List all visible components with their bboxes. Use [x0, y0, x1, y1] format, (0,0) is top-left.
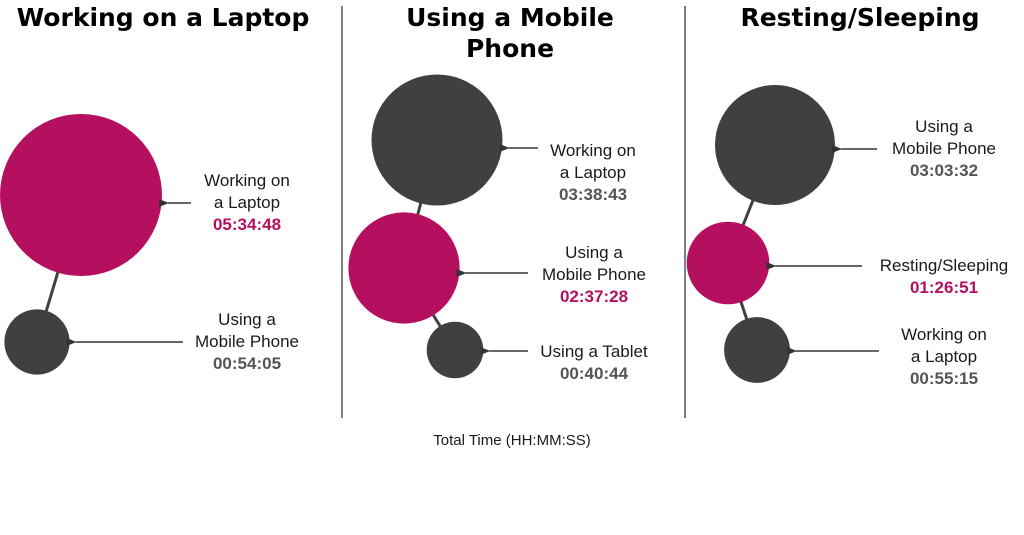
time-value: 03:03:32: [910, 161, 978, 180]
bubble: [0, 114, 162, 276]
bubble-label: Working on a Laptop 05:34:48: [204, 171, 290, 234]
activity-label: Mobile Phone: [195, 332, 299, 351]
bubble-label: Using a Mobile Phone 03:03:32: [892, 117, 996, 180]
activity-label: Using a: [915, 117, 973, 136]
activity-label: Working on: [204, 171, 290, 190]
total-time-note: Total Time (HH:MM:SS): [433, 432, 591, 449]
activity-label: Using a: [565, 243, 623, 262]
panel-title-line: Working on a Laptop: [17, 3, 310, 32]
activity-label: Using a: [218, 310, 276, 329]
bubble: [715, 85, 835, 205]
bubble: [371, 74, 503, 206]
bubble: [348, 212, 460, 324]
panel-title: Working on a Laptop: [17, 3, 310, 32]
bubble-label: Working on a Laptop 03:38:43: [550, 141, 636, 204]
bubble: [426, 321, 484, 379]
time-value: 03:38:43: [559, 185, 627, 204]
bubble-label: Using a Tablet 00:40:44: [540, 342, 648, 383]
activity-label: a Laptop: [214, 193, 280, 212]
time-value: 00:54:05: [213, 354, 281, 373]
activity-label: Working on: [901, 325, 987, 344]
activity-label: Using a Tablet: [540, 342, 648, 361]
activity-label: a Laptop: [911, 347, 977, 366]
bubble-label: Using a Mobile Phone 00:54:05: [195, 310, 299, 373]
activity-label: Working on: [550, 141, 636, 160]
activity-label: Mobile Phone: [892, 139, 996, 158]
panel-title: Resting/Sleeping: [740, 3, 979, 32]
panel-title-line: Resting/Sleeping: [740, 3, 979, 32]
bubble-label: Using a Mobile Phone 02:37:28: [542, 243, 646, 306]
bubble: [686, 221, 770, 305]
bubble-label: Resting/Sleeping 01:26:51: [880, 256, 1009, 297]
time-value: 01:26:51: [910, 278, 978, 297]
time-value: 05:34:48: [213, 215, 281, 234]
bubble: [724, 317, 790, 383]
activity-label: Resting/Sleeping: [880, 256, 1009, 275]
time-value: 00:40:44: [560, 364, 629, 383]
time-value: 02:37:28: [560, 287, 628, 306]
panel-title-line: Using a Mobile: [406, 3, 614, 32]
bubble: [4, 309, 70, 375]
activity-label: a Laptop: [560, 163, 626, 182]
time-value: 00:55:15: [910, 369, 978, 388]
panel-title-line: Phone: [466, 34, 554, 63]
panel-dividers: [341, 6, 686, 418]
bubble-label: Working on a Laptop 00:55:15: [901, 325, 987, 388]
activity-label: Mobile Phone: [542, 265, 646, 284]
